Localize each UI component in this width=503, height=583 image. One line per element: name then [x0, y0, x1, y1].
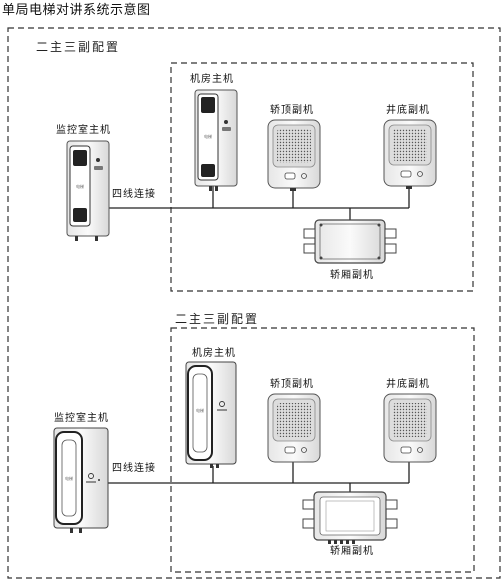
config1-pit-label: 井底副机	[386, 105, 430, 116]
config2-heading: 二主三副配置	[175, 312, 260, 326]
config1-machineroom-unit: 电梯	[194, 89, 238, 191]
config1-cartop-label: 轿顶副机	[270, 105, 314, 116]
config1-pit-unit	[383, 119, 437, 189]
diagram-title: 单局电梯对讲系统示意图	[2, 3, 151, 18]
config1-cartop-unit	[267, 119, 321, 191]
config1-monitor-unit: 电梯	[66, 140, 110, 241]
config2-pit-unit	[383, 393, 437, 463]
config1-monitor-handset-text: 电梯	[76, 183, 84, 189]
config2-cartop-unit	[267, 393, 321, 463]
config1-heading: 二主三副配置	[36, 40, 121, 54]
config2-machineroom-unit: 电梯	[185, 361, 237, 468]
svg-text:电梯: 电梯	[65, 475, 73, 481]
config2-car-unit	[302, 491, 398, 544]
svg-text:电梯: 电梯	[196, 407, 204, 413]
config2-subsystem-frame	[170, 327, 475, 573]
config1-machineroom-label: 机房主机	[190, 74, 234, 85]
config2-machineroom-label: 机房主机	[192, 348, 236, 359]
outer-frame	[7, 27, 501, 579]
config1-wiring-label: 四线连接	[112, 189, 156, 200]
config1-car-unit	[303, 219, 397, 264]
config1-car-label: 轿厢副机	[330, 270, 374, 281]
config2-car-label: 轿厢副机	[330, 546, 374, 557]
config2-pit-label: 井底副机	[386, 379, 430, 390]
config2-monitor-unit: 电梯	[53, 427, 109, 533]
config2-wiring-label: 四线连接	[112, 463, 156, 474]
config2-monitor-label: 监控室主机	[54, 413, 109, 424]
svg-text:电梯: 电梯	[204, 133, 212, 139]
config1-subsystem-frame	[170, 62, 474, 292]
config1-monitor-label: 监控室主机	[56, 125, 111, 136]
config2-cartop-label: 轿顶副机	[270, 379, 314, 390]
